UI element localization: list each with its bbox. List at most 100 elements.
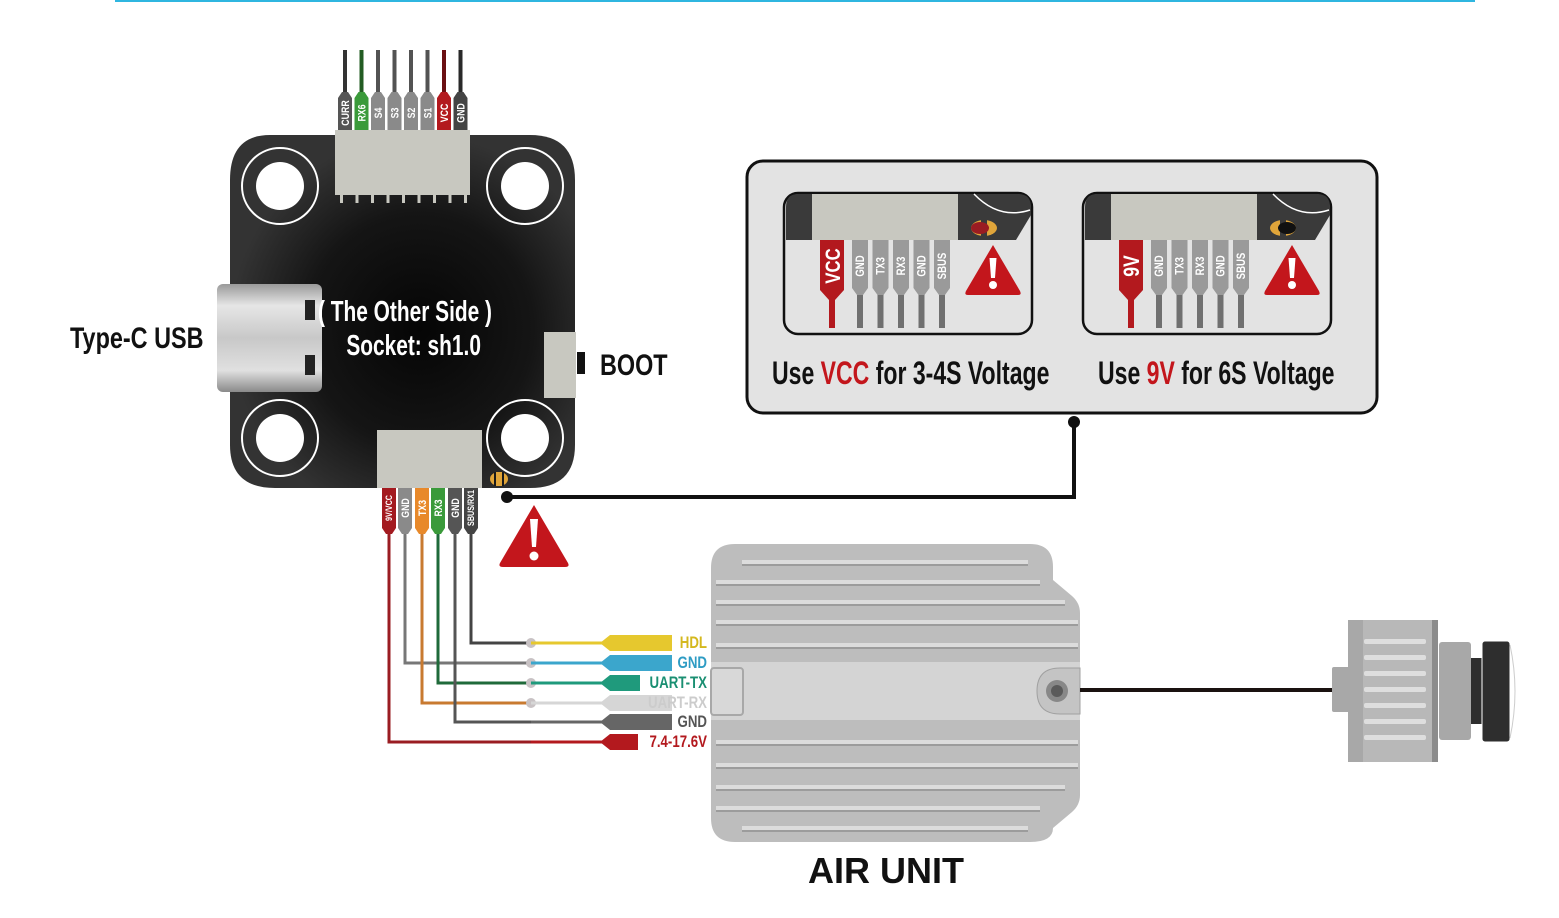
boot-button[interactable] [544,332,576,398]
wire-gnd [403,534,672,671]
connector-tooth [371,195,374,203]
power-pin-label: 9V [1120,255,1144,277]
pin-label: S1 [423,107,435,118]
signal-pin [913,240,930,328]
signal-pin [1171,240,1188,328]
pin-label: 9V/VCC [384,495,394,521]
top-connector [335,130,470,195]
wire-label: GND [677,653,707,672]
usb-c-port[interactable] [217,284,322,392]
signal-pin-label: RX3 [1194,257,1207,276]
air-unit-body [710,544,1081,842]
jumper-bridge [971,222,989,234]
heatsink-fin [716,806,1040,810]
connector-tooth [417,195,421,203]
wire-terminal [600,655,672,671]
pin-label: VCC [439,104,451,123]
wire-hdl [469,534,672,651]
connector-pin: S2 [404,50,418,130]
heatsink-fin [716,580,1040,584]
caption-highlight: VCC [820,355,870,391]
heatsink-fin [716,740,1078,744]
signal-pin [1192,240,1208,328]
signal-pin-label: RX3 [895,257,908,276]
connector-housing [812,194,958,240]
connector-tooth [464,195,467,203]
signal-pin [1151,240,1167,328]
pin-label: S3 [390,107,402,118]
pin-label: GND [450,498,462,518]
connector-tooth [386,195,390,203]
bottom-connector [377,430,482,488]
bottom-connector-pins: 9V/VCC GND TX3 RX3 GND SBUS/RX1 [382,488,478,534]
connector-tooth [448,195,452,203]
pin-label: RX3 [433,499,445,517]
connector-tooth [433,195,436,203]
mounting-hole [486,147,564,225]
connector-pin: GND [448,488,462,534]
pin-label: GND [400,498,412,518]
heatsink-fin [742,560,1028,564]
other-side-text: ( The Other Side ) [318,296,493,328]
connector-pin: CURR [338,50,352,130]
connector-tooth [340,195,343,203]
wire-terminal [600,695,672,711]
voltage-select-pads [490,472,508,486]
connector-pin: VCC [437,50,451,130]
connector-tooth [355,195,359,203]
jumper-bridge [1278,222,1296,234]
signal-pin-label: TX3 [1174,257,1187,275]
caption-prefix: Use [1098,355,1147,391]
caption-suffix: for 3-4S Voltage [869,355,1050,391]
pin-label: S4 [373,107,385,118]
wire-terminal [600,714,672,730]
heatsink-fin [716,643,1078,647]
heatsink-fin [716,785,1065,789]
heatsink-fin [742,826,1028,830]
pin-label: TX3 [417,500,429,517]
signal-pin-label: GND [1215,255,1228,276]
air-unit-wires [387,534,672,750]
wire-uart-rx [420,534,672,711]
connector-pin: 9V/VCC [382,488,396,534]
caption-prefix: Use [772,355,821,391]
heatsink-fin [716,763,1078,767]
wire-7.4-17.6v [387,534,638,750]
signal-pin-label: GND [854,255,867,276]
wire-gnd [453,534,672,730]
wire-terminal [600,675,640,691]
signal-pin-label: SBUS [936,253,949,280]
connector-tooth [402,195,405,203]
socket-text: Socket: sh1.0 [346,330,481,362]
pin-label: GND [456,103,468,123]
signal-pin [934,240,950,328]
signal-pin [872,240,889,328]
usb-label: Type-C USB [70,322,204,355]
pin-label: S2 [406,107,418,118]
power-pin-label: VCC [822,248,845,284]
camera-fin [1364,687,1426,692]
caption-vcc: Use VCC for 3-4S Voltage [772,355,1049,392]
signal-pin-label: GND [916,255,929,276]
connector-pin: RX6 [354,50,369,130]
power-pin [820,240,844,328]
signal-pin-label: SBUS [1235,253,1248,280]
signal-pin [1233,240,1249,328]
connector-pin: SBUS/RX1 [464,488,478,534]
camera-fin [1364,735,1426,740]
boot-label: BOOT [600,349,668,382]
camera-fin [1364,703,1426,708]
wire-uart-tx [436,534,640,691]
signal-pin [1212,240,1229,328]
connector-pin: GND [453,50,468,130]
caption-9v: Use 9V for 6S Voltage [1098,355,1334,392]
callout-connector [501,416,1080,503]
wire-label: GND [677,712,707,731]
heatsink-fin [716,600,1065,604]
pin-label: CURR [340,100,352,125]
pin-label: SBUS/RX1 [466,490,476,526]
top-accent-rule [115,0,1475,2]
